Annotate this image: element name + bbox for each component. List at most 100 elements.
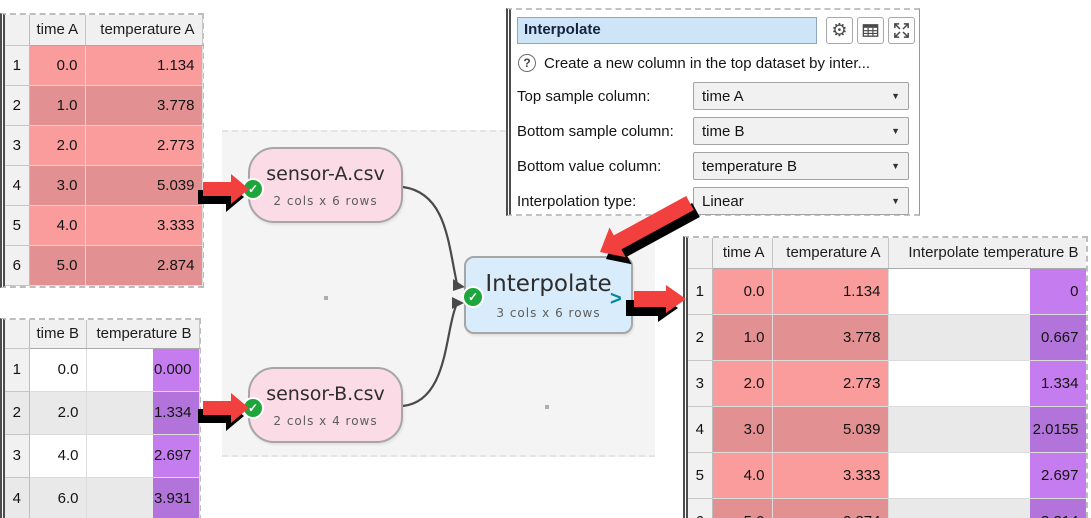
cell[interactable]: 0.667 [888,314,1086,361]
transform-name-input[interactable]: Interpolate [517,17,817,44]
cell[interactable]: 3.778 [772,314,889,361]
row-number[interactable]: 3 [5,125,30,166]
row-number[interactable]: 3 [688,360,713,407]
cell[interactable]: 2.0 [29,125,86,166]
row-number[interactable]: 2 [688,314,713,361]
cell[interactable]: 2.874 [85,245,203,286]
corner-header[interactable] [5,320,30,349]
cell[interactable]: 0.0 [712,268,773,315]
node-sensor-a[interactable]: sensor-A.csv 2 cols x 6 rows [248,147,403,223]
expand-button[interactable] [888,17,915,44]
transform-description: Create a new column in the top dataset b… [544,54,871,72]
selected-value: time B [702,122,745,140]
field-label: Interpolation type: [517,192,637,210]
cell[interactable]: 5.0 [29,245,86,286]
cell[interactable]: 3.314 [888,498,1086,518]
cell[interactable]: 0.0 [29,45,86,86]
settings-button[interactable]: ⚙ [826,17,853,44]
column-header[interactable]: Interpolate temperature B [888,238,1086,269]
cell[interactable]: 2.773 [772,360,889,407]
row-number[interactable]: 2 [5,391,30,435]
corner-header[interactable] [688,238,713,269]
cell[interactable]: 2.874 [772,498,889,518]
highlighted-cell-value: 0 [1029,268,1086,314]
interpolation-type-select[interactable]: Linear ▼ [693,187,909,215]
cell[interactable]: 4.0 [712,452,773,499]
cell[interactable]: 3.333 [772,452,889,499]
row-number[interactable]: 1 [5,348,30,392]
cell[interactable]: 1.334 [86,391,200,435]
corner-header[interactable] [5,15,30,46]
cell[interactable]: 1.0 [29,85,86,126]
cell[interactable]: 2.0155 [888,406,1086,453]
cell[interactable]: 1.0 [712,314,773,361]
node-interpolate[interactable]: Interpolate 3 cols x 6 rows [464,256,633,334]
cell[interactable]: 2.697 [86,434,200,478]
cell[interactable]: 5.039 [772,406,889,453]
highlighted-cell-value: 3.931 [152,477,199,518]
highlighted-cell-value: 2.697 [152,434,199,477]
column-header[interactable]: temperature B [86,320,200,349]
column-header[interactable]: time B [29,320,87,349]
help-icon[interactable]: ? [518,54,536,72]
cell[interactable]: 2.0 [712,360,773,407]
gear-icon: ⚙ [831,20,848,40]
column-header[interactable]: temperature A [85,15,203,46]
highlighted-cell-value: 3.314 [1029,498,1086,518]
cell[interactable]: 0 [888,268,1086,315]
cell[interactable]: 3.778 [85,85,203,126]
row-number[interactable]: 4 [5,477,30,518]
chevron-down-icon: ▼ [891,196,900,206]
canvas-dot [545,405,549,409]
column-header[interactable]: time A [29,15,86,46]
selected-value: temperature B [702,157,798,175]
selected-value: time A [702,87,744,105]
cell[interactable]: 5.0 [712,498,773,518]
row-number[interactable]: 3 [5,434,30,478]
row-number[interactable]: 1 [5,45,30,86]
node-subtitle: 3 cols x 6 rows [496,305,601,320]
cell[interactable]: 6.0 [29,477,87,518]
cell[interactable]: 4.0 [29,205,86,246]
row-number[interactable]: 4 [5,165,30,206]
column-header[interactable]: time A [712,238,773,269]
row-number[interactable]: 5 [5,205,30,246]
row-number[interactable]: 6 [688,498,713,518]
row-number[interactable]: 5 [688,452,713,499]
cell[interactable]: 0.0 [29,348,87,392]
cell[interactable]: 0.000 [86,348,200,392]
bottom-sample-column-select[interactable]: time B ▼ [693,117,909,145]
cell[interactable]: 2.697 [888,452,1086,499]
cell[interactable]: 2.0 [29,391,87,435]
node-output-icon[interactable]: > [610,288,622,310]
top-sample-column-select[interactable]: time A ▼ [693,82,909,110]
cell[interactable]: 1.134 [85,45,203,86]
table-view-button[interactable] [857,17,884,44]
cell[interactable]: 1.334 [888,360,1086,407]
cell[interactable]: 4.0 [29,434,87,478]
column-header[interactable]: temperature A [772,238,889,269]
row-number[interactable]: 6 [5,245,30,286]
cell[interactable]: 3.0 [712,406,773,453]
row-number[interactable]: 2 [5,85,30,126]
row-number[interactable]: 4 [688,406,713,453]
node-sensor-b[interactable]: sensor-B.csv 2 cols x 4 rows [248,367,403,443]
cell[interactable]: 3.931 [86,477,200,518]
bottom-value-column-select[interactable]: temperature B ▼ [693,152,909,180]
cell[interactable]: 3.333 [85,205,203,246]
cell[interactable]: 5.039 [85,165,203,206]
row-number[interactable]: 1 [688,268,713,315]
cell[interactable]: 2.773 [85,125,203,166]
cell[interactable]: 3.0 [29,165,86,206]
highlighted-cell-value: 2.0155 [1029,406,1086,452]
cell[interactable]: 1.134 [772,268,889,315]
